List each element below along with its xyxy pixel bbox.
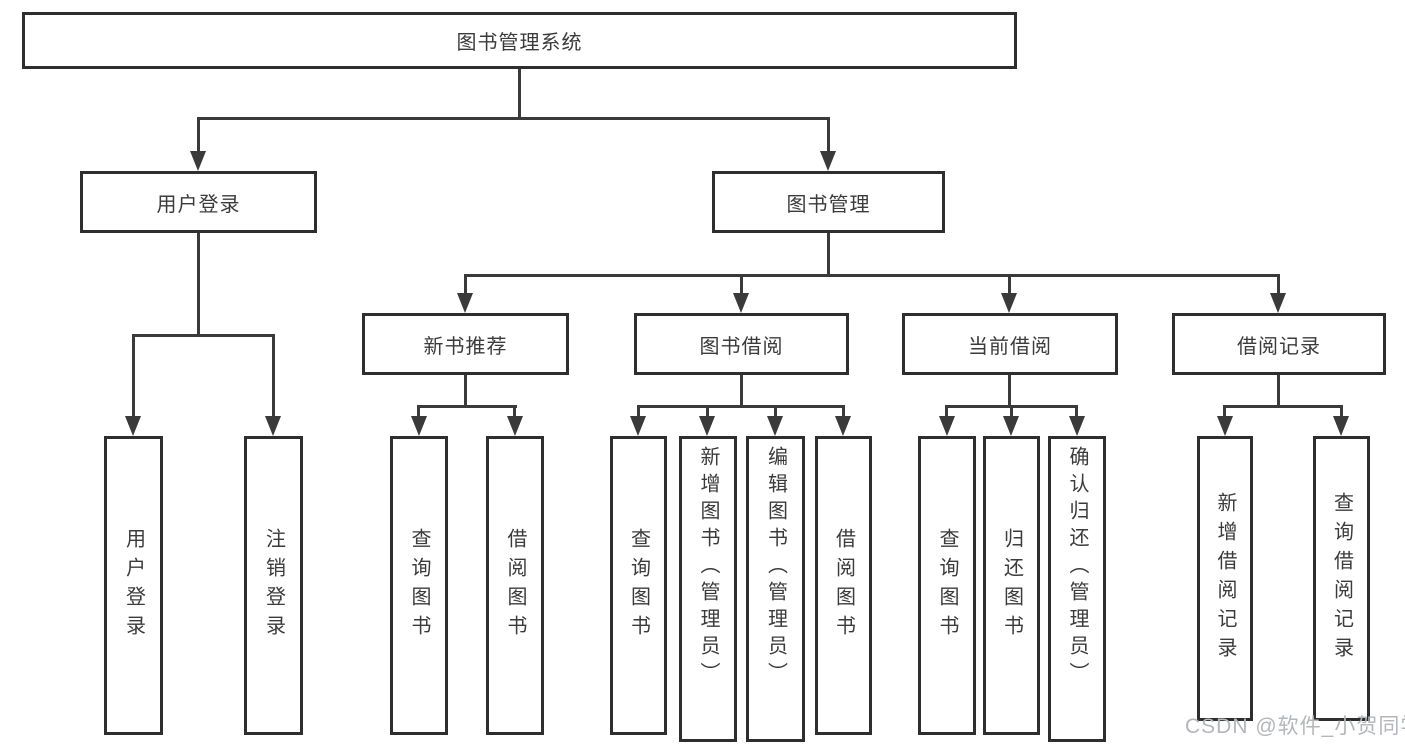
leaf-return-books: 归还图书 (983, 436, 1040, 735)
leaf-confirm-return-admin-label: 确认归还（管理员） (1066, 446, 1088, 689)
node-book-borrowing: 图书借阅 (634, 313, 849, 375)
arrow-down-icon (1001, 293, 1017, 313)
connector-hline (132, 334, 275, 337)
node-borrow-records: 借阅记录 (1172, 313, 1386, 375)
connector-vline (197, 233, 200, 337)
leaf-borrow-books-borrowing-label: 借阅图书 (832, 527, 855, 644)
leaf-query-books-current-label: 查询图书 (936, 527, 958, 644)
leaf-query-books-recommend-label: 查询图书 (408, 527, 430, 644)
arrow-down-icon (1069, 416, 1085, 436)
arrow-down-icon (820, 151, 836, 171)
connector-vline (637, 405, 640, 420)
node-new-book-recommend-label: 新书推荐 (423, 335, 508, 358)
leaf-user-login: 用户登录 (104, 436, 163, 735)
node-user-login-label: 用户登录 (156, 193, 241, 216)
connector-vline (827, 117, 830, 151)
connector-vline (740, 274, 743, 296)
arrow-down-icon (733, 293, 749, 313)
node-current-borrowing: 当前借阅 (902, 313, 1118, 375)
connector-vline (706, 405, 709, 420)
node-root-label: 图书管理系统 (456, 32, 583, 54)
node-user-login: 用户登录 (80, 171, 317, 233)
leaf-logout: 注销登录 (244, 436, 303, 735)
arrow-down-icon (507, 416, 523, 436)
leaf-query-borrow-record-label: 查询借阅记录 (1330, 491, 1353, 666)
node-book-management-label: 图书管理 (786, 193, 871, 216)
connector-hline (464, 274, 1280, 277)
connector-vline (417, 405, 420, 420)
connector-vline (464, 375, 467, 407)
connector-vline (842, 405, 845, 420)
leaf-query-books-borrowing: 查询图书 (610, 436, 667, 735)
leaf-query-books-borrowing-label: 查询图书 (627, 527, 650, 644)
connector-hline (1223, 405, 1342, 408)
arrow-down-icon (1003, 416, 1019, 436)
node-root-library-system: 图书管理系统 (22, 12, 1017, 69)
connector-vline (827, 233, 830, 276)
leaf-add-book-admin: 新增图书（管理员） (679, 436, 737, 742)
leaf-borrow-books-recommend-label: 借阅图书 (504, 527, 526, 644)
leaf-query-borrow-record: 查询借阅记录 (1313, 436, 1370, 721)
leaf-return-books-label: 归还图书 (1000, 527, 1023, 644)
arrow-down-icon (1333, 416, 1349, 436)
leaf-edit-book-admin-label: 编辑图书（管理员） (764, 446, 787, 689)
node-book-borrowing-label: 图书借阅 (699, 335, 784, 358)
leaf-confirm-return-admin: 确认归还（管理员） (1048, 436, 1106, 742)
connector-vline (1010, 405, 1013, 420)
connector-vline (1075, 405, 1078, 420)
connector-vline (464, 274, 467, 296)
connector-vline (1008, 274, 1011, 296)
connector-vline (1008, 375, 1011, 407)
node-new-book-recommend: 新书推荐 (362, 313, 569, 375)
node-book-management: 图书管理 (712, 171, 945, 233)
arrow-down-icon (190, 151, 206, 171)
leaf-logout-label: 注销登录 (262, 527, 285, 644)
node-current-borrowing-label: 当前借阅 (968, 335, 1052, 358)
watermark: CSDN @软件_小贺同学 (1185, 715, 1405, 738)
connector-vline (197, 117, 200, 151)
arrow-down-icon (1217, 416, 1233, 436)
leaf-add-borrow-record-label: 新增借阅记录 (1214, 491, 1236, 666)
connector-vline (132, 334, 135, 420)
connector-hline (637, 405, 845, 408)
connector-vline (774, 405, 777, 420)
arrow-down-icon (1270, 293, 1286, 313)
leaf-add-book-admin-label: 新增图书（管理员） (697, 446, 719, 689)
connector-vline (945, 405, 948, 420)
connector-vline (1277, 274, 1280, 296)
leaf-edit-book-admin: 编辑图书（管理员） (746, 436, 805, 742)
leaf-query-books-current: 查询图书 (918, 436, 976, 735)
arrow-down-icon (411, 416, 427, 436)
connector-vline (1340, 405, 1343, 420)
connector-vline (1277, 375, 1280, 407)
arrow-down-icon (457, 293, 473, 313)
connector-hline (197, 117, 830, 120)
connector-vline (740, 375, 743, 407)
arrow-down-icon (265, 416, 281, 436)
arrow-down-icon (767, 416, 783, 436)
leaf-query-books-recommend: 查询图书 (390, 436, 448, 735)
connector-vline (1223, 405, 1226, 420)
connector-hline (417, 405, 517, 408)
node-borrow-records-label: 借阅记录 (1237, 335, 1321, 358)
connector-vline (272, 334, 275, 420)
arrow-down-icon (699, 416, 715, 436)
arrow-down-icon (630, 416, 646, 436)
leaf-user-login-label: 用户登录 (122, 527, 145, 644)
leaf-borrow-books-borrowing: 借阅图书 (815, 436, 872, 735)
arrow-down-icon (835, 416, 851, 436)
arrow-down-icon (125, 416, 141, 436)
connector-vline (518, 69, 521, 119)
leaf-borrow-books-recommend: 借阅图书 (486, 436, 544, 735)
leaf-add-borrow-record: 新增借阅记录 (1197, 436, 1253, 721)
connector-vline (513, 405, 516, 420)
arrow-down-icon (939, 416, 955, 436)
